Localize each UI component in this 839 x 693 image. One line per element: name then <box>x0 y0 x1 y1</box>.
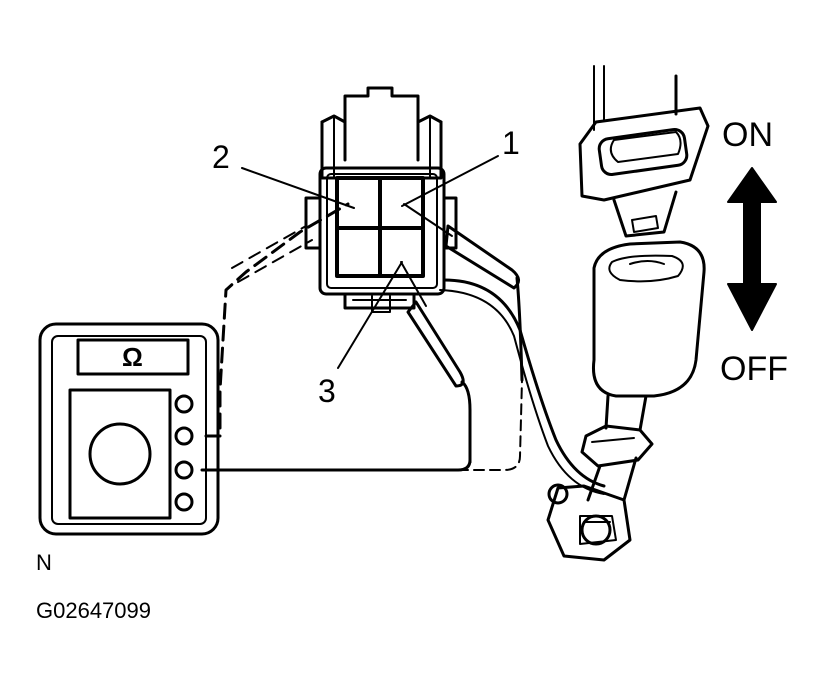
meter-jack-2 <box>174 426 194 446</box>
leader-pin-3 <box>337 261 403 369</box>
meter-ohm-symbol: Ω <box>122 342 143 372</box>
on-label: ON <box>722 116 773 154</box>
meter-jack-3 <box>174 460 194 480</box>
meter-dial <box>88 422 152 486</box>
belt-tongue <box>578 65 710 238</box>
pin-3-label: 3 <box>318 373 336 409</box>
figure-code: G02647099 <box>36 598 151 623</box>
meter-jack-1 <box>174 394 194 414</box>
dashed-test-lead <box>204 202 350 438</box>
buckle-harness <box>442 278 606 488</box>
note-label: N <box>36 550 52 575</box>
meter-lead-terminal-1 <box>457 379 523 471</box>
off-label: OFF <box>720 350 788 388</box>
pin-1-label: 1 <box>502 125 520 161</box>
meter-display <box>76 338 190 376</box>
on-off-arrow <box>727 167 777 331</box>
belt-buckle <box>546 240 706 562</box>
ohmmeter <box>38 322 220 536</box>
leader-pin-2 <box>241 167 355 209</box>
connector <box>304 86 458 313</box>
meter-jack-4 <box>174 492 194 512</box>
meter-lead-terminal-3 <box>200 458 472 472</box>
leader-pin-1 <box>401 155 499 207</box>
pin-2-label: 2 <box>212 139 230 175</box>
probe-terminal-3 <box>400 261 472 464</box>
